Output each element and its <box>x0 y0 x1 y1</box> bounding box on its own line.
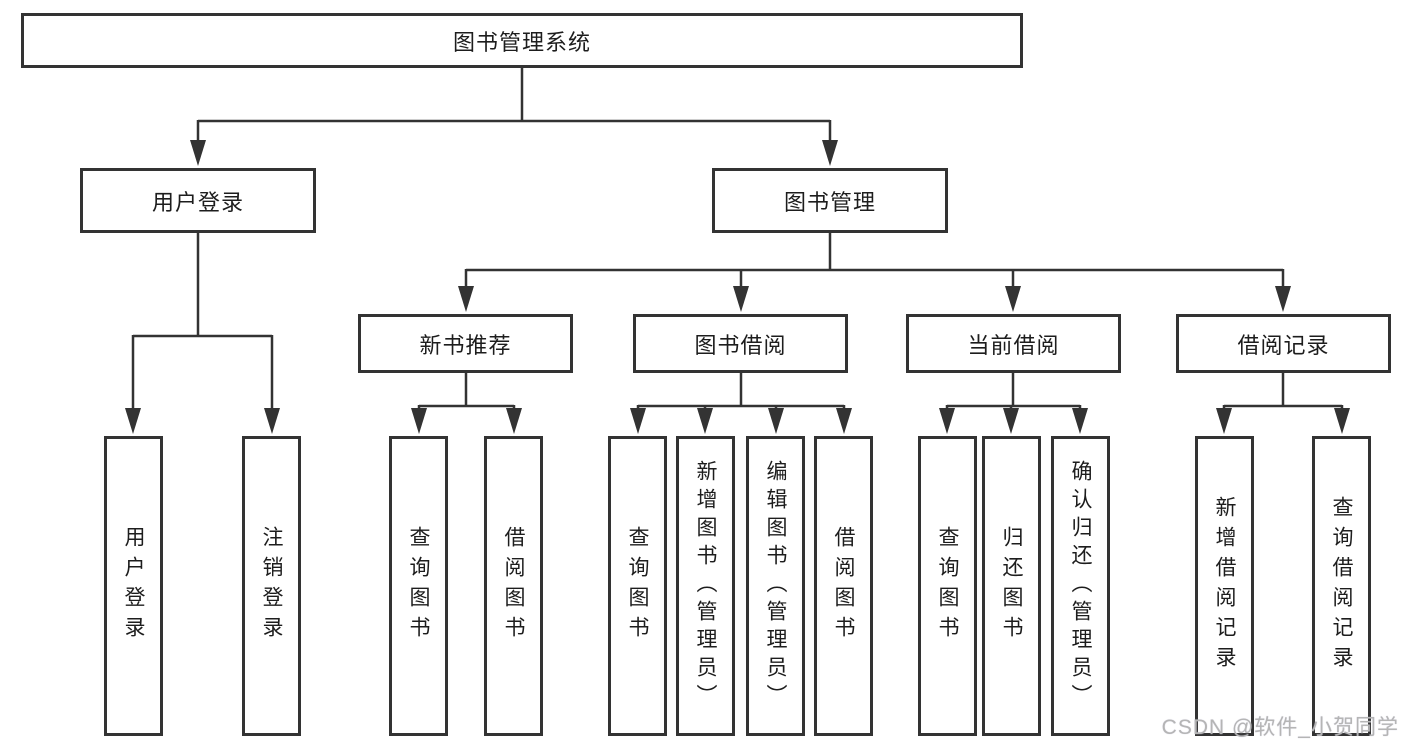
leaf-query-books-borrow: 查询图书 <box>608 436 667 736</box>
node-label: 编辑图书（管理员） <box>764 460 787 712</box>
leaf-edit-books-admin: 编辑图书（管理员） <box>746 436 805 736</box>
node-book-borrowing: 图书借阅 <box>633 314 848 373</box>
node-book-management: 图书管理 <box>712 168 948 233</box>
node-label: 当前借阅 <box>967 332 1060 358</box>
node-label: 图书管理系统 <box>452 29 591 55</box>
leaf-confirm-return-admin: 确认归还（管理员） <box>1051 436 1110 736</box>
node-label: 借阅记录 <box>1237 332 1330 358</box>
node-current-borrowing: 当前借阅 <box>906 314 1121 373</box>
node-label: 归还图书 <box>1000 526 1023 646</box>
leaf-return-books: 归还图书 <box>982 436 1041 736</box>
leaf-logout: 注销登录 <box>242 436 301 736</box>
node-user-login: 用户登录 <box>80 168 316 233</box>
node-label: 借阅图书 <box>832 526 855 646</box>
leaf-borrow-books-newbook: 借阅图书 <box>484 436 543 736</box>
leaf-user-login: 用户登录 <box>104 436 163 736</box>
node-label: 确认归还（管理员） <box>1069 460 1092 712</box>
arrowheads <box>125 140 1350 434</box>
leaf-add-books-admin: 新增图书（管理员） <box>676 436 735 736</box>
node-label: 查询借阅记录 <box>1330 496 1353 676</box>
leaf-add-borrow-record: 新增借阅记录 <box>1195 436 1254 736</box>
node-label: 用户登录 <box>122 526 145 646</box>
node-borrowing-records: 借阅记录 <box>1176 314 1391 373</box>
node-label: 新增图书（管理员） <box>694 460 717 712</box>
node-label: 查询图书 <box>936 526 959 646</box>
node-label: 查询图书 <box>407 526 430 646</box>
node-label: 新书推荐 <box>419 332 512 358</box>
node-label: 图书借阅 <box>694 332 787 358</box>
leaf-query-books-current: 查询图书 <box>918 436 977 736</box>
node-library-system-root: 图书管理系统 <box>21 13 1023 68</box>
node-label: 查询图书 <box>626 526 649 646</box>
node-label: 注销登录 <box>260 526 283 646</box>
node-label: 图书管理 <box>783 189 876 215</box>
csdn-watermark: CSDN @软件_小贺同学 <box>1161 716 1399 739</box>
leaf-query-books-newbook: 查询图书 <box>389 436 448 736</box>
node-label: 新增借阅记录 <box>1213 496 1236 676</box>
leaf-borrow-books: 借阅图书 <box>814 436 873 736</box>
leaf-query-borrow-record: 查询借阅记录 <box>1312 436 1371 736</box>
node-new-book-recommend: 新书推荐 <box>358 314 573 373</box>
node-label: 借阅图书 <box>502 526 525 646</box>
node-label: 用户登录 <box>151 189 244 215</box>
